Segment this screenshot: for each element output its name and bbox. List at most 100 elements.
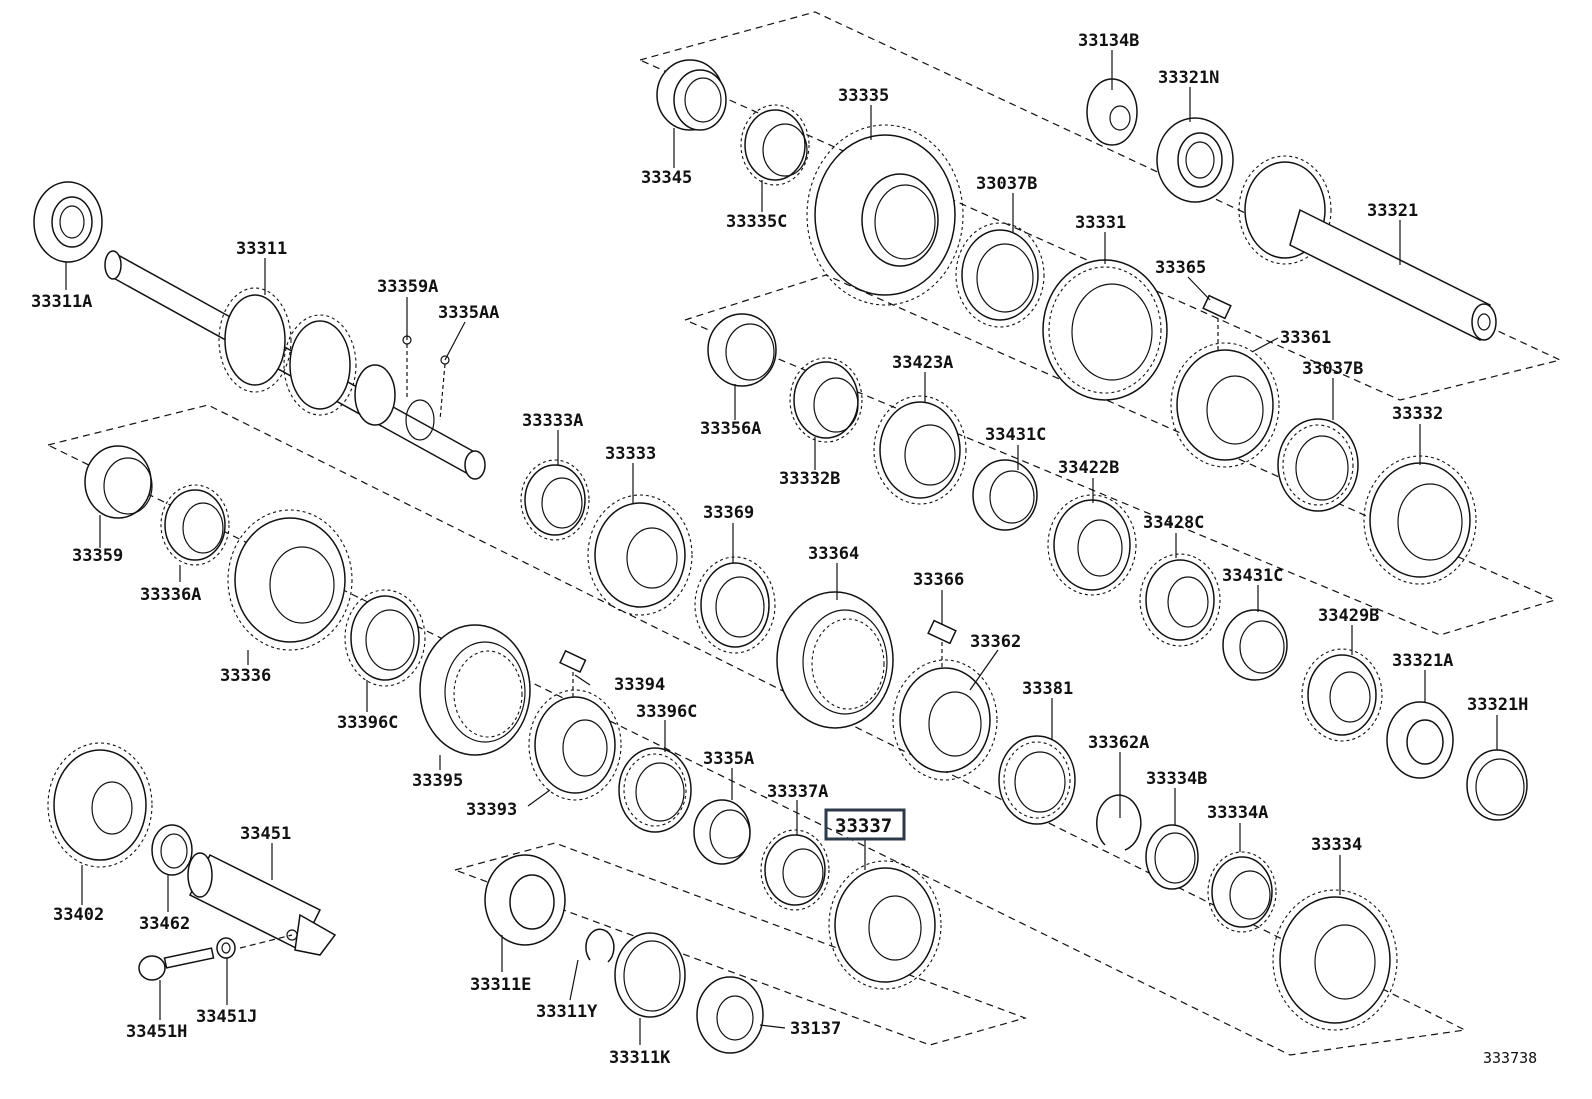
label-33362a[interactable]: 33362A [1088, 733, 1149, 753]
label-33335[interactable]: 33335 [838, 86, 889, 106]
label-33337a[interactable]: 33337A [767, 782, 828, 802]
label-33336[interactable]: 33336 [220, 666, 271, 686]
synchro-ring-33037b-upper-drawing [955, 222, 1045, 328]
needle-bearing-33332b-drawing [789, 357, 863, 443]
label-33037b-right[interactable]: 33037B [1302, 359, 1363, 379]
label-33037b-upper[interactable]: 33037B [976, 174, 1037, 194]
label-33361[interactable]: 33361 [1280, 328, 1331, 348]
gear-33332-drawing [1363, 455, 1477, 585]
shaft-33451-drawing [187, 852, 337, 956]
cone-33137-drawing [696, 976, 764, 1054]
hub-sleeve-33364-drawing [776, 591, 894, 729]
gear-33422b-drawing [1047, 494, 1137, 596]
label-33402[interactable]: 33402 [53, 905, 104, 925]
label-33369[interactable]: 33369 [703, 503, 754, 523]
gear-33423a-drawing [873, 395, 967, 505]
label-33333[interactable]: 33333 [605, 444, 656, 464]
snap-ring-33321h-drawing [1466, 749, 1528, 821]
hub-sleeve-33331-drawing [1042, 259, 1168, 401]
label-33395[interactable]: 33395 [412, 771, 463, 791]
snap-ring-33362a-drawing [1096, 794, 1142, 851]
bolt-33451h-drawing [138, 947, 215, 981]
label-33337-highlighted[interactable]: 33337 [835, 815, 892, 837]
label-33393[interactable]: 33393 [466, 800, 517, 820]
group-outline-main [47, 404, 1467, 1056]
bearing-33321n-drawing [1156, 117, 1234, 203]
ring-33334b-drawing [1145, 824, 1199, 890]
label-33321n[interactable]: 33321N [1158, 68, 1219, 88]
label-33429b[interactable]: 33429B [1318, 606, 1379, 626]
synchro-ring-33396c-left-drawing [344, 589, 426, 687]
label-33335c[interactable]: 33335C [726, 212, 787, 232]
synchro-ring-33369-drawing [694, 556, 776, 654]
label-33431c-upper[interactable]: 33431C [985, 425, 1046, 445]
bearing-33321a-drawing [1386, 701, 1454, 779]
sleeve-33431c-upper-drawing [972, 459, 1038, 531]
label-33423a[interactable]: 33423A [892, 353, 953, 373]
label-33333a[interactable]: 33333A [522, 411, 583, 431]
label-33334b[interactable]: 33334B [1146, 769, 1207, 789]
shifting-key-33365-drawing [1202, 294, 1232, 350]
label-33345[interactable]: 33345 [641, 168, 692, 188]
label-33451[interactable]: 33451 [240, 824, 291, 844]
synchro-ring-33396c-right-drawing [618, 747, 692, 833]
label-33321[interactable]: 33321 [1367, 201, 1418, 221]
label-33365[interactable]: 33365 [1155, 258, 1206, 278]
bearing-33311e-drawing [484, 854, 566, 946]
label-33311a[interactable]: 33311A [31, 292, 92, 312]
snap-ring-33311y-drawing [585, 928, 615, 963]
label-33321a[interactable]: 33321A [1392, 651, 1453, 671]
label-33366[interactable]: 33366 [913, 570, 964, 590]
gear-33333-drawing [587, 494, 693, 616]
label-33396c-left[interactable]: 33396C [337, 713, 398, 733]
label-33422b[interactable]: 33422B [1058, 458, 1119, 478]
label-33334a[interactable]: 33334A [1207, 803, 1268, 823]
washer-33451j-drawing [216, 937, 236, 959]
label-33137[interactable]: 33137 [790, 1019, 841, 1039]
label-33311[interactable]: 33311 [236, 239, 287, 259]
gear-33336-drawing [227, 509, 353, 651]
gear-33334-drawing [1272, 889, 1398, 1031]
label-33311y[interactable]: 33311Y [536, 1002, 598, 1022]
label-33332b[interactable]: 33332B [779, 469, 840, 489]
needle-bearing-33337a-drawing [760, 829, 830, 911]
label-33451h[interactable]: 33451H [126, 1022, 187, 1042]
label-33359a[interactable]: 33359A [377, 277, 438, 297]
leader-lines [65, 50, 1498, 1045]
needle-bearing-33335c-drawing [740, 104, 810, 186]
label-33394[interactable]: 33394 [614, 675, 665, 695]
hub-sleeve-33395-drawing [419, 624, 531, 756]
label-33451j[interactable]: 33451J [196, 1007, 257, 1027]
clutch-hub-33393-drawing [528, 689, 622, 801]
label-33428c[interactable]: 33428C [1143, 513, 1204, 533]
label-33334[interactable]: 33334 [1311, 835, 1362, 855]
label-33431c-lower[interactable]: 33431C [1222, 566, 1283, 586]
input-shaft-33311-drawing [104, 250, 486, 480]
label-33362[interactable]: 33362 [970, 632, 1021, 652]
label-33332[interactable]: 33332 [1392, 404, 1443, 424]
label-33134b[interactable]: 33134B [1078, 31, 1139, 51]
gear-33428c-drawing [1139, 553, 1221, 647]
label-33396c-right[interactable]: 33396C [636, 702, 697, 722]
ring-33311k-drawing [614, 932, 686, 1018]
output-shaft-33321-drawing [1238, 155, 1497, 342]
shifting-key-33366-drawing [927, 619, 957, 672]
label-33364[interactable]: 33364 [808, 544, 859, 564]
sleeve-33431c-lower-drawing [1222, 609, 1288, 681]
synchro-ring-33381-drawing [998, 735, 1076, 825]
label-33336a[interactable]: 33336A [140, 585, 201, 605]
label-33359[interactable]: 33359 [72, 546, 123, 566]
label-33381[interactable]: 33381 [1022, 679, 1073, 699]
label-33321h[interactable]: 33321H [1467, 695, 1528, 715]
label-33356a[interactable]: 33356A [700, 419, 761, 439]
label-3335a[interactable]: 3335A [703, 749, 754, 769]
label-33311e[interactable]: 33311E [470, 975, 531, 995]
diagram-id: 333738 [1483, 1049, 1537, 1067]
highlight-box-33337 [824, 808, 906, 841]
label-33311k[interactable]: 33311K [609, 1048, 671, 1068]
label-33331[interactable]: 33331 [1075, 213, 1126, 233]
needle-bearing-33336a-drawing [160, 484, 230, 566]
label-3335aa[interactable]: 3335AA [438, 303, 499, 323]
gear-33337-drawing [828, 860, 942, 990]
label-33462[interactable]: 33462 [139, 914, 190, 934]
